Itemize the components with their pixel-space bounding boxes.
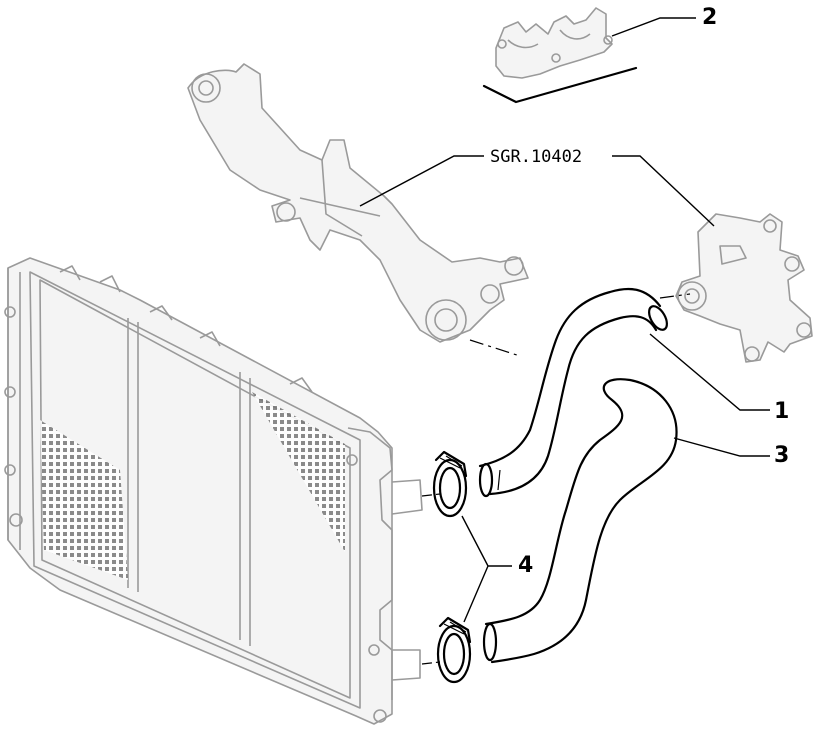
hose-clip-bracket	[482, 7, 638, 104]
alignment-centerline	[469, 339, 521, 357]
hose-clamp-upper	[432, 450, 468, 518]
callout-4: 4	[518, 553, 533, 578]
leader-2	[611, 17, 696, 37]
callout-2: 2	[702, 5, 717, 30]
callout-3: 3	[774, 443, 789, 468]
coolant-hose-lower	[482, 378, 678, 664]
thermostat-housing	[675, 213, 813, 363]
radiator	[4, 257, 423, 725]
coolant-hose-upper	[478, 287, 668, 498]
leader-3	[673, 437, 770, 457]
leader-1	[649, 333, 770, 411]
coolant-manifold-pipe	[187, 63, 529, 343]
reference-label: SGR.10402	[490, 147, 582, 167]
leader-4	[461, 515, 512, 623]
leader-ref	[359, 155, 484, 207]
hose-clamp-lower	[436, 616, 472, 684]
callout-1: 1	[774, 399, 789, 424]
